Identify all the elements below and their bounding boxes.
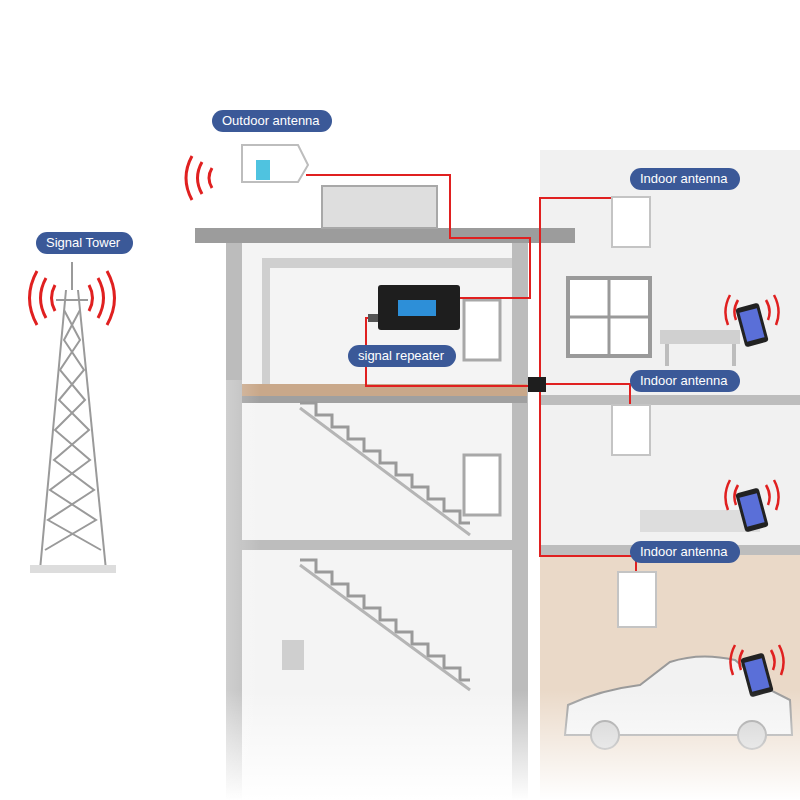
floor <box>242 396 527 403</box>
wall <box>540 150 800 550</box>
signal-wave <box>30 271 38 325</box>
label-pill: Indoor antenna <box>630 370 740 392</box>
signal-wave <box>186 156 192 200</box>
label-pill: Indoor antenna <box>630 541 740 563</box>
phone <box>725 295 778 347</box>
phone-screen <box>739 493 764 527</box>
label-text: Outdoor antenna <box>222 110 320 132</box>
cable <box>540 198 612 377</box>
cable <box>306 175 530 298</box>
signal-tower <box>40 262 106 570</box>
signal-repeater <box>378 285 460 330</box>
stair-rail <box>300 565 470 690</box>
label-text: signal repeater <box>358 345 444 367</box>
ceiling <box>262 258 512 268</box>
fade <box>0 690 800 800</box>
signal-wave <box>209 168 212 188</box>
repeater-port <box>368 314 378 322</box>
indoor-antenna <box>618 572 656 627</box>
label-text: Indoor antenna <box>640 370 727 392</box>
label-text: Indoor antenna <box>640 541 727 563</box>
wall <box>262 268 270 386</box>
label-pill: Signal Tower <box>36 232 133 254</box>
label-text: Signal Tower <box>46 232 120 254</box>
cable <box>546 384 630 405</box>
window <box>568 278 650 356</box>
fade <box>140 380 260 800</box>
label-pill: signal repeater <box>348 345 456 367</box>
tower-base <box>30 565 116 573</box>
window <box>464 300 500 360</box>
staircase <box>300 560 470 680</box>
window-bar <box>568 316 650 319</box>
staircase <box>300 403 470 523</box>
roof <box>195 228 575 243</box>
signal-wave <box>198 162 203 194</box>
signal-wave <box>730 645 783 675</box>
signal-wave <box>725 480 778 510</box>
label-text: Indoor antenna <box>640 168 727 190</box>
phone-screen <box>739 308 764 342</box>
table-leg <box>665 344 669 366</box>
signal-waves <box>30 271 115 325</box>
signal-wave <box>52 285 56 311</box>
phone-screen <box>744 658 769 692</box>
stair-rail <box>300 408 470 535</box>
phone <box>730 645 783 697</box>
label-pill: Outdoor antenna <box>212 110 332 132</box>
indoor-antenna <box>612 405 650 455</box>
tower-mast <box>71 262 73 290</box>
phone-body <box>735 303 769 348</box>
phone <box>725 480 778 532</box>
floor <box>242 540 527 550</box>
tower-platform <box>56 299 88 301</box>
floor <box>540 395 800 405</box>
antenna-part <box>256 160 270 180</box>
table-leg <box>732 344 736 366</box>
table <box>660 330 740 344</box>
signal-wave <box>41 278 47 318</box>
window <box>464 455 500 515</box>
cables <box>306 175 636 572</box>
signal-waves <box>186 156 212 200</box>
repeater-screen <box>398 300 436 316</box>
roof-box <box>322 186 437 228</box>
label-pill: Indoor antenna <box>630 168 740 190</box>
tower-brace <box>45 310 101 550</box>
outdoor-antenna <box>242 145 308 182</box>
signal-wave <box>89 285 93 311</box>
phone-body <box>735 488 769 533</box>
splitter <box>528 377 546 392</box>
plant <box>282 640 304 670</box>
signal-wave <box>725 295 778 325</box>
indoor-antenna <box>612 197 650 247</box>
signal-wave <box>98 278 104 318</box>
signal-wave <box>107 271 115 325</box>
